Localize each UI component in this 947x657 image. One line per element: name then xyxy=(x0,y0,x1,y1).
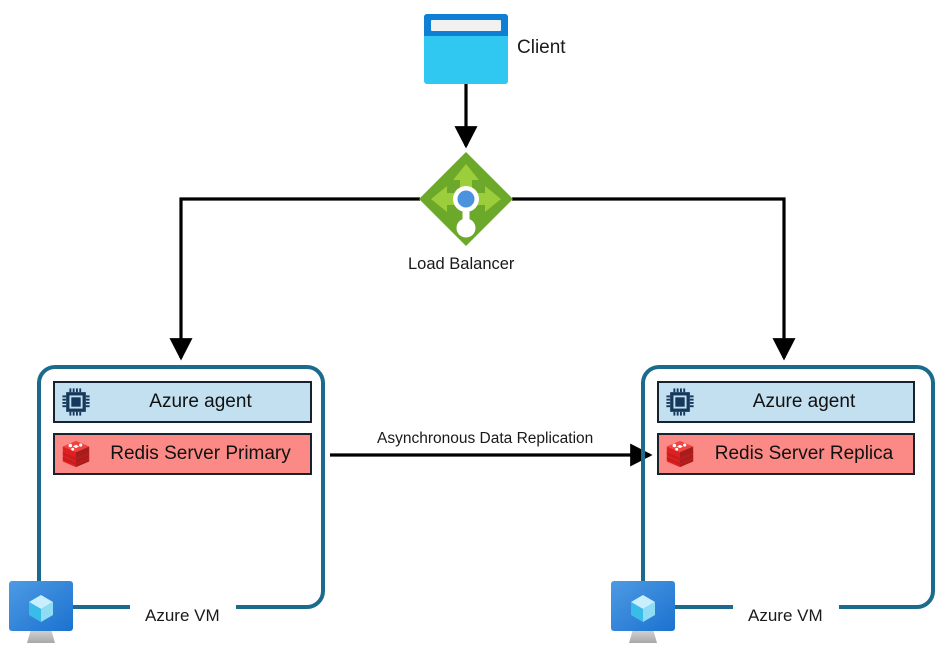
cpu-chip-icon xyxy=(55,381,97,423)
cpu-chip-icon xyxy=(659,381,701,423)
azure-vm-icon-right xyxy=(611,581,675,651)
redis-primary-label: Redis Server Primary xyxy=(110,443,291,464)
edge-load-balancer-to-vm-left xyxy=(169,197,420,361)
azure-agent-label-left: Azure agent xyxy=(149,391,252,412)
redis-replica-box: Redis Server Replica xyxy=(657,433,915,475)
browser-titlebar xyxy=(424,14,508,36)
azure-agent-label-right: Azure agent xyxy=(752,391,856,412)
redis-replica-label: Redis Server Replica xyxy=(714,443,894,464)
edge-load-balancer-to-vm-right xyxy=(512,197,796,361)
azure-agent-box-left: Azure agent xyxy=(53,381,312,423)
async-replication-label: Asynchronous Data Replication xyxy=(377,430,594,447)
load-balancer-label: Load Balancer xyxy=(408,255,515,273)
redis-cube-icon xyxy=(659,433,701,475)
vm-label-left: Azure VM xyxy=(145,606,220,625)
load-balancer-icon xyxy=(418,151,514,247)
vm-label-right: Azure VM xyxy=(748,606,823,625)
redis-cube-icon xyxy=(55,433,97,475)
azure-agent-box-right: Azure agent xyxy=(657,381,915,423)
browser-window-icon xyxy=(424,14,508,84)
azure-vm-icon-left xyxy=(9,581,73,651)
redis-primary-box: Redis Server Primary xyxy=(53,433,312,475)
client-label: Client xyxy=(517,37,566,58)
browser-address-bar xyxy=(431,19,501,31)
vm-border-gap-left xyxy=(130,604,236,613)
vm-border-gap-right xyxy=(733,604,839,613)
